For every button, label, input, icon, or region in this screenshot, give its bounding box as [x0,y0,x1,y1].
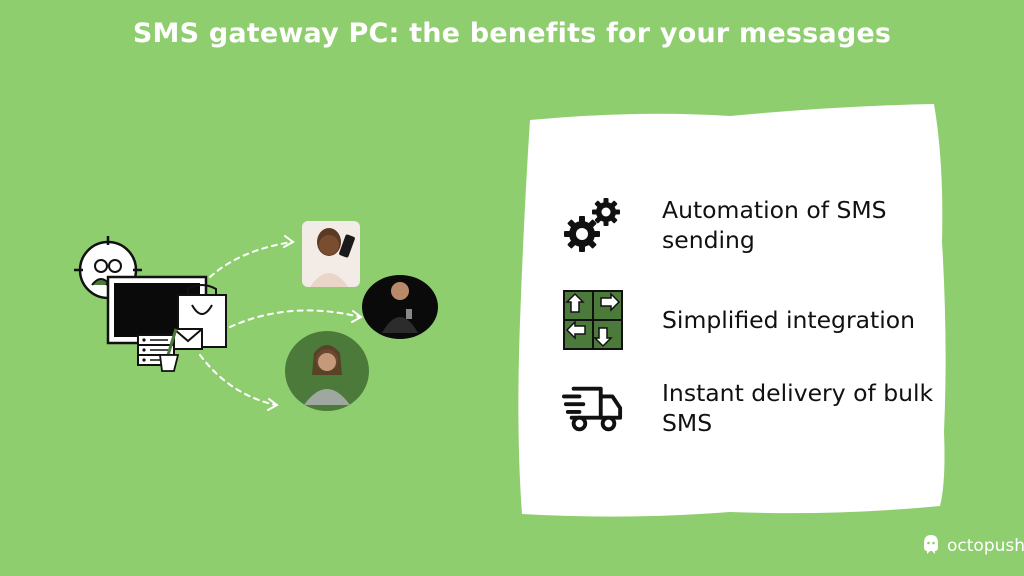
recipient-avatar-3 [285,331,369,411]
gears-icon [562,194,624,256]
integration-arrows-icon [562,289,624,351]
benefits-card [516,102,948,522]
benefit-label: Automation of SMS sending [662,196,887,254]
recipient-avatar-1 [302,221,360,287]
benefit-label: Simplified integration [662,306,916,334]
brand-name: octopush [947,536,1024,556]
broom-icon [158,328,180,372]
benefit-item: Simplified integration [562,289,944,351]
recipient-avatar-2 [362,275,438,339]
sms-sending-illustration [70,205,450,425]
audience-target-icon [74,236,142,300]
arrow-to-recipient-2 [229,309,361,328]
arrow-to-recipient-1 [209,241,293,278]
brand-logo: octopush [921,533,1024,559]
benefit-item: Automation of SMS sending [562,194,944,256]
envelope-icon [173,328,203,350]
octopus-icon [921,533,941,559]
benefit-item: Instant delivery of bulk SMS [562,377,944,439]
arrow-to-recipient-3 [199,354,277,406]
page-title: SMS gateway PC: the benefits for your me… [132,18,892,49]
delivery-truck-icon [562,377,624,439]
benefit-label: Instant delivery of bulk SMS [662,379,934,437]
